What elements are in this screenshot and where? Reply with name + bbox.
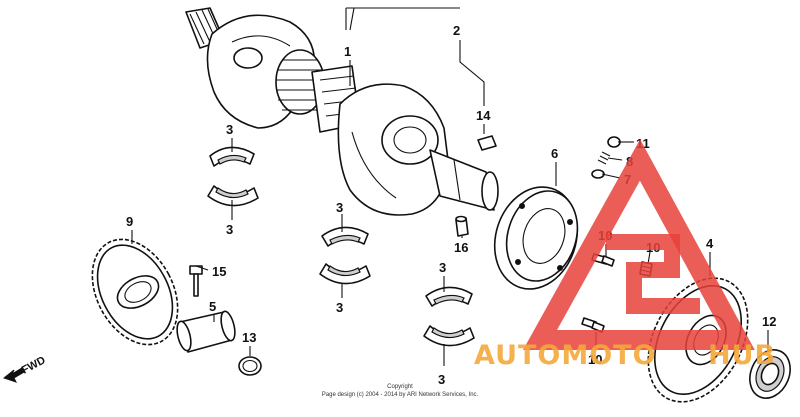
watermark-text-hub: HUB — [708, 340, 776, 371]
callout-6: 6 — [551, 146, 558, 161]
copyright-line-1: Copyright — [387, 384, 413, 390]
forward-direction-arrow: FWD — [2, 354, 48, 383]
leader-lines — [131, 7, 769, 366]
automotohub-watermark-logo: AUTOMOTO HUB — [474, 139, 776, 371]
woodruff-key-14 — [477, 135, 497, 151]
copyright-notice: Copyright Page design (c) 2004 - 2014 by… — [322, 384, 479, 398]
callout-10: 10 — [588, 352, 602, 367]
callout-3: 3 — [226, 222, 233, 237]
fwd-label: FWD — [20, 354, 48, 376]
callout-3: 3 — [336, 300, 343, 315]
callout-3: 3 — [438, 372, 445, 387]
callout-5: 5 — [209, 299, 216, 314]
bolt-15 — [189, 265, 203, 297]
callout-3: 3 — [226, 122, 233, 137]
callout-9: 9 — [126, 214, 133, 229]
bearing-shells-center — [319, 226, 371, 285]
bearing-shells-right — [423, 286, 475, 347]
circlip-13 — [238, 356, 262, 376]
callout-14: 14 — [476, 108, 491, 123]
copyright-line-2: Page design (c) 2004 - 2014 by ARI Netwo… — [322, 392, 479, 398]
bolt-10c — [581, 317, 605, 333]
starter-clutch-housing-6 — [493, 186, 579, 290]
callout-12: 12 — [762, 314, 776, 329]
callout-4: 4 — [706, 236, 714, 251]
sleeve-5 — [176, 310, 236, 353]
callout-15: 15 — [212, 264, 226, 279]
watermark-text-auto: AUTOMOTO — [474, 340, 657, 371]
callout-16: 16 — [454, 240, 468, 255]
callout-3: 3 — [336, 200, 343, 215]
callout-1: 1 — [344, 44, 351, 59]
dowel-pin-16 — [455, 215, 469, 237]
starter-driven-gear-9 — [91, 238, 179, 346]
callout-13: 13 — [242, 330, 256, 345]
crankshaft-part — [185, 7, 499, 216]
bearing-shells-left — [207, 146, 259, 207]
callout-2: 2 — [453, 23, 460, 38]
spring-8 — [597, 151, 611, 165]
callout-3: 3 — [439, 260, 446, 275]
oil-seal-12 — [749, 349, 791, 399]
